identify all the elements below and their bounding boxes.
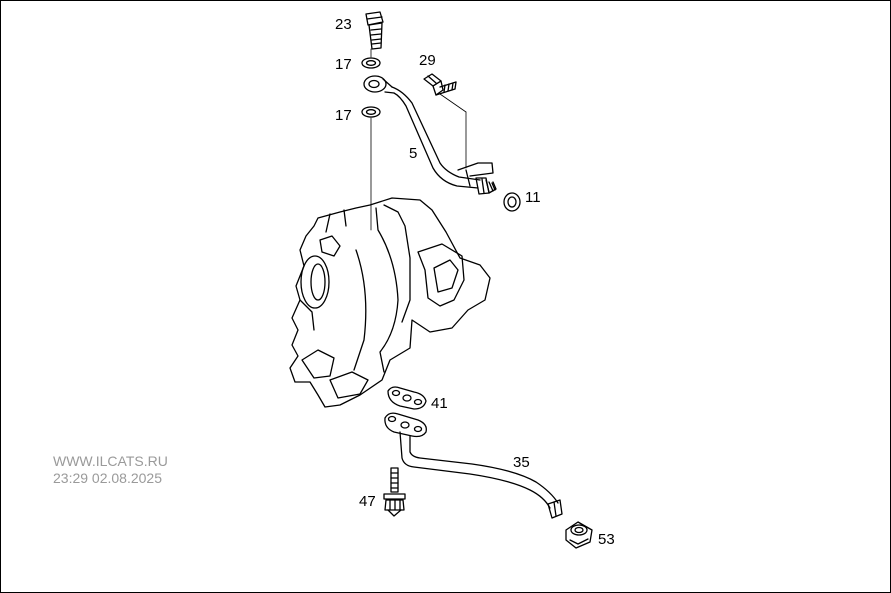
part-17-seal-ring-upper[interactable] xyxy=(361,48,381,69)
part-53-connector[interactable] xyxy=(565,521,593,549)
watermark-datetime: 23:29 02.08.2025 xyxy=(53,470,162,486)
callout-5[interactable]: 5 xyxy=(409,145,418,162)
part-41-gasket[interactable] xyxy=(387,386,427,410)
part-17-seal-ring-lower[interactable] xyxy=(361,106,381,231)
part-11-seal-ring[interactable] xyxy=(503,192,521,212)
turbocharger-housing[interactable] xyxy=(289,197,491,408)
callout-29[interactable]: 29 xyxy=(419,52,436,69)
part-29-bolt[interactable] xyxy=(423,73,467,169)
callout-35[interactable]: 35 xyxy=(513,454,530,471)
callout-11[interactable]: 11 xyxy=(525,189,541,206)
part-5-oil-feed-line[interactable] xyxy=(363,75,497,195)
part-35-oil-return-line[interactable] xyxy=(384,412,563,519)
watermark-site: WWW.ILCATS.RU xyxy=(53,453,168,469)
part-47-bolt[interactable] xyxy=(383,467,406,517)
callout-41[interactable]: 41 xyxy=(431,395,448,412)
part-23-banjo-bolt[interactable] xyxy=(365,11,384,50)
callout-17-upper[interactable]: 17 xyxy=(335,56,352,73)
callout-47[interactable]: 47 xyxy=(359,493,376,510)
callout-17-lower[interactable]: 17 xyxy=(335,107,352,124)
callout-53[interactable]: 53 xyxy=(598,531,615,548)
callout-23[interactable]: 23 xyxy=(335,16,352,33)
